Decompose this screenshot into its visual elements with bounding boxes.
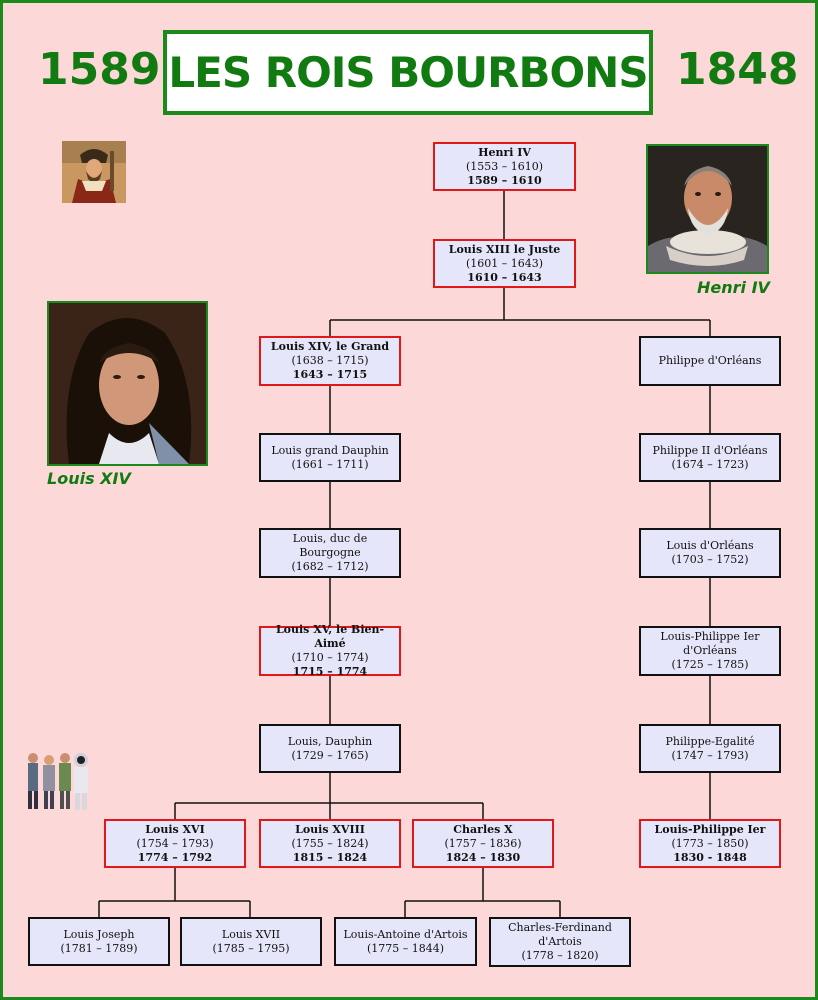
title-box: LES ROIS BOURBONS xyxy=(163,30,653,115)
node-louis-antoine: Louis-Antoine d'Artois (1775 – 1844) xyxy=(334,917,477,966)
node-charles-ferdinand: Charles-Ferdinand d'Artois (1778 – 1820) xyxy=(489,917,631,967)
node-name: Louis, Dauphin xyxy=(287,734,373,748)
node-name-line2: d'Artois xyxy=(538,935,582,948)
node-name: Louis grand Dauphin xyxy=(271,443,389,457)
node-reign: 1824 – 1830 xyxy=(445,850,521,864)
node-name: Louis-Philippe Ier xyxy=(654,822,766,836)
node-name: Louis XVII xyxy=(221,927,281,941)
page-title: LES ROIS BOURBONS xyxy=(168,48,648,97)
node-reign: 1830 - 1848 xyxy=(673,850,747,864)
node-name: Louis-Antoine d'Artois xyxy=(343,927,468,941)
node-dates: (1674 – 1723) xyxy=(671,457,749,471)
node-dates: (1638 – 1715) xyxy=(291,354,369,367)
node-dates: (1785 – 1795) xyxy=(212,941,290,955)
node-louis-xvii: Louis XVII (1785 – 1795) xyxy=(180,917,322,966)
node-duc-bourgogne: Louis, duc de Bourgogne (1682 – 1712) xyxy=(259,528,401,578)
people-clipart-image xyxy=(23,748,93,812)
node-reign: 1715 – 1774 xyxy=(292,665,368,678)
node-name: Henri IV xyxy=(478,145,531,159)
node-louis-xiv: Louis XIV, le Grand (1638 – 1715) 1643 –… xyxy=(259,336,401,386)
node-dates: (1601 – 1643) xyxy=(465,256,544,270)
node-louis-philippe: Louis-Philippe Ier (1773 – 1850) 1830 - … xyxy=(639,819,781,868)
start-year: 1589 xyxy=(38,44,161,95)
node-charles-x: Charles X (1757 – 1836) 1824 – 1830 xyxy=(412,819,554,868)
node-louis-xv: Louis XV, le Bien-Aimé (1710 – 1774) 171… xyxy=(259,623,401,678)
node-name: Philippe d'Orléans xyxy=(658,354,762,367)
node-dates: (1775 – 1844) xyxy=(366,941,445,955)
node-dates: (1778 – 1820) xyxy=(521,949,599,962)
node-louis-philippe-ier-orleans: Louis-Philippe Ier d'Orléans (1725 – 178… xyxy=(639,626,781,676)
node-henri-iv: Henri IV (1553 – 1610) 1589 – 1610 xyxy=(433,142,576,191)
node-dates: (1553 – 1610) xyxy=(465,159,544,173)
henri-iv-caption: Henri IV xyxy=(697,278,770,297)
node-dates: (1757 – 1836) xyxy=(444,836,522,850)
node-louis-xviii: Louis XVIII (1755 – 1824) 1815 – 1824 xyxy=(259,819,401,868)
node-name: Louis XVI xyxy=(145,822,205,836)
node-name: Louis, duc de Bourgogne xyxy=(292,532,368,559)
louis-xiv-caption: Louis XIV xyxy=(47,469,131,488)
node-reign: 1643 – 1715 xyxy=(292,368,368,381)
node-name-line1: Charles-Ferdinand xyxy=(508,921,612,934)
node-name: Louis Joseph xyxy=(63,927,135,941)
node-reign: 1589 – 1610 xyxy=(467,173,542,187)
node-name-line2: d'Orléans xyxy=(683,644,737,657)
node-name: Louis XIV, le Grand xyxy=(270,340,390,353)
node-dates: (1725 – 1785) xyxy=(671,658,749,671)
node-philippe-egalite: Philippe-Egalité (1747 – 1793) xyxy=(639,724,781,773)
henri-iv-portrait xyxy=(646,144,769,274)
node-name: Louis XIII le Juste xyxy=(448,242,561,256)
node-dates: (1754 – 1793) xyxy=(136,836,214,850)
node-louis-xvi: Louis XVI (1754 – 1793) 1774 – 1792 xyxy=(104,819,246,868)
node-louis-orleans: Louis d'Orléans (1703 – 1752) xyxy=(639,528,781,578)
node-name: Charles X xyxy=(453,822,513,836)
node-reign: 1815 – 1824 xyxy=(292,850,368,864)
node-dates: (1710 – 1774) xyxy=(291,651,369,664)
node-dates: (1747 – 1793) xyxy=(671,748,749,762)
node-louis-joseph: Louis Joseph (1781 – 1789) xyxy=(28,917,170,966)
end-year: 1848 xyxy=(676,44,799,95)
node-grand-dauphin: Louis grand Dauphin (1661 – 1711) xyxy=(259,433,401,482)
node-reign: 1774 – 1792 xyxy=(137,850,213,864)
node-name: Philippe-Egalité xyxy=(665,734,755,748)
node-dates: (1773 – 1850) xyxy=(671,836,749,850)
node-louis-dauphin: Louis, Dauphin (1729 – 1765) xyxy=(259,724,401,773)
node-reign: 1610 – 1643 xyxy=(467,270,542,284)
node-name: Louis d'Orléans xyxy=(666,539,754,552)
node-name-line1: Louis-Philippe Ier xyxy=(660,630,760,643)
node-philippe-orleans: Philippe d'Orléans xyxy=(639,336,781,386)
henri-cartoon-image xyxy=(62,141,126,203)
node-dates: (1682 – 1712) xyxy=(291,560,369,573)
node-dates: (1703 – 1752) xyxy=(671,553,749,566)
node-dates: (1781 – 1789) xyxy=(60,941,138,955)
node-dates: (1661 – 1711) xyxy=(291,457,369,471)
node-name: Philippe II d'Orléans xyxy=(652,443,768,457)
node-louis-xiii: Louis XIII le Juste (1601 – 1643) 1610 –… xyxy=(433,239,576,288)
node-philippe-ii: Philippe II d'Orléans (1674 – 1723) xyxy=(639,433,781,482)
louis-xiv-portrait xyxy=(47,301,208,466)
node-dates: (1755 – 1824) xyxy=(291,836,369,850)
node-name: Louis XV, le Bien-Aimé xyxy=(275,623,385,650)
node-dates: (1729 – 1765) xyxy=(291,748,369,762)
node-name: Louis XVIII xyxy=(295,822,365,836)
